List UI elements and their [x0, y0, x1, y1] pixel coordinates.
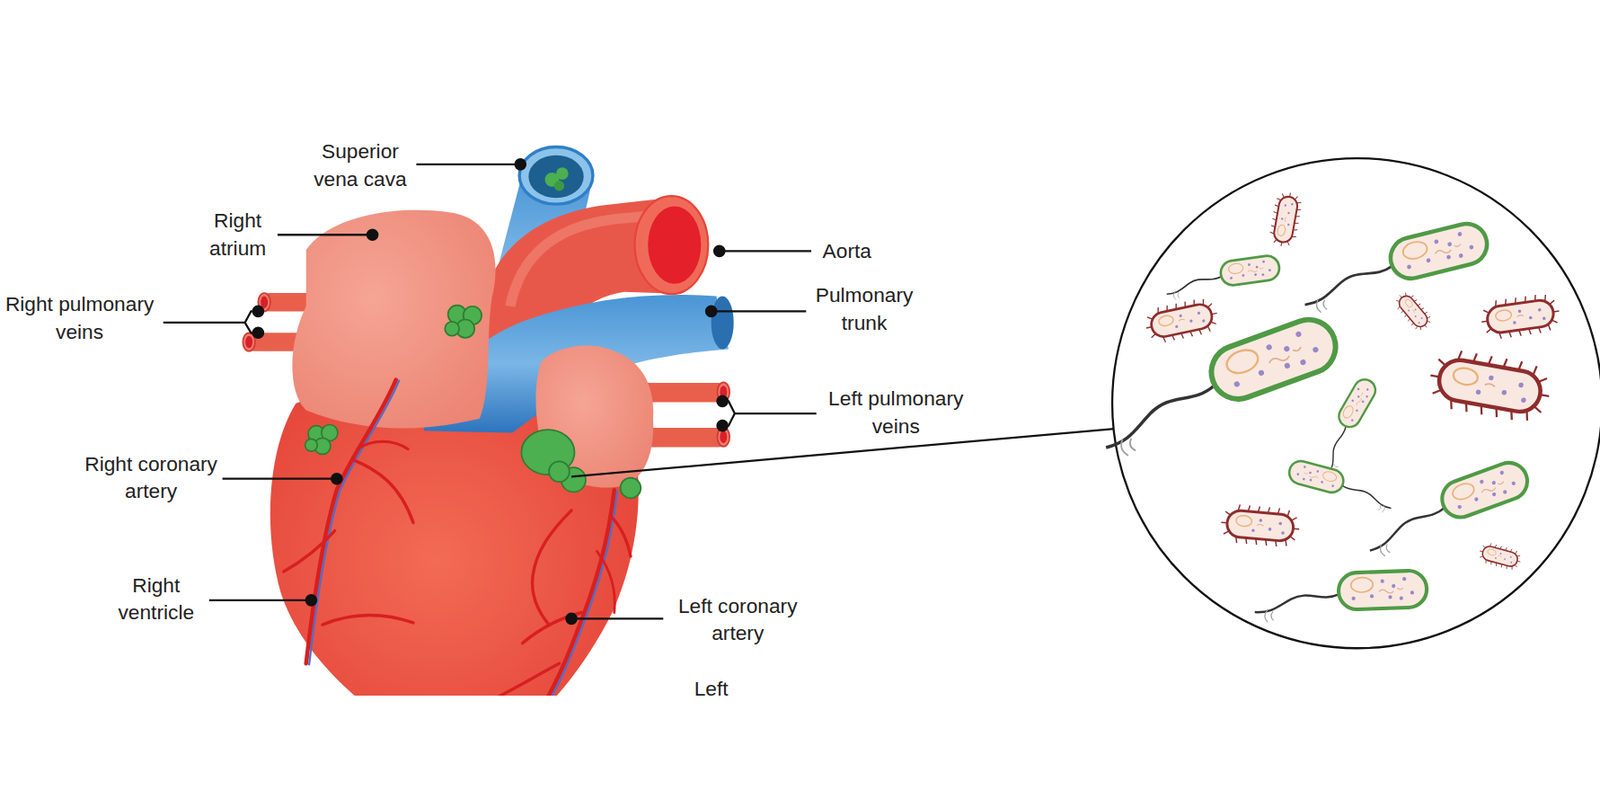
- part-label: Left ventricle: [660, 673, 763, 696]
- part-label: Aorta: [805, 237, 888, 266]
- magnifier-leader: [571, 428, 1114, 477]
- bacterium-red: [1142, 295, 1221, 345]
- part-label: Right ventricle: [105, 571, 208, 627]
- part-label: Superior vena cava: [309, 137, 412, 193]
- leader-lines: [163, 159, 817, 696]
- magnifier-circle: [1112, 158, 1600, 648]
- bacterium-red: [1478, 291, 1562, 342]
- bacteria: [1087, 190, 1562, 623]
- bacterium-red: [1267, 190, 1304, 249]
- bacterium-red: [1476, 540, 1523, 572]
- diagram-stage: Superior vena cavaRight atriumRight pulm…: [0, 0, 1600, 696]
- bacterium-red: [1425, 345, 1555, 425]
- part-label: Right coronary artery: [74, 449, 228, 504]
- bacterium-green: [1295, 219, 1494, 316]
- bacterium-green: [1163, 254, 1282, 301]
- bacterium-red: [1219, 503, 1302, 549]
- part-label: Right atrium: [196, 206, 279, 262]
- part-label: Pulmonary trunk: [803, 281, 926, 336]
- bacterium-green: [1310, 375, 1385, 477]
- bacterium-green: [1357, 457, 1536, 560]
- label-layer: Superior vena cavaRight atriumRight pulm…: [0, 0, 1600, 696]
- right-coronary-artery: [283, 380, 414, 665]
- part-label: Right pulmonary veins: [0, 290, 167, 345]
- bacterium-green: [1253, 569, 1428, 622]
- bacterium-green: [1285, 458, 1397, 514]
- part-label: Left pulmonary veins: [813, 384, 978, 440]
- bacterium-red: [1391, 288, 1435, 335]
- bacterium-green: [1087, 311, 1348, 461]
- bacterial-vegetation: [305, 305, 642, 499]
- heart-illustration: [0, 0, 1600, 696]
- right-atrium: [291, 210, 496, 429]
- left-atrium: [535, 345, 654, 488]
- left-coronary-artery: [479, 489, 631, 696]
- part-label: Left coronary artery: [666, 591, 810, 646]
